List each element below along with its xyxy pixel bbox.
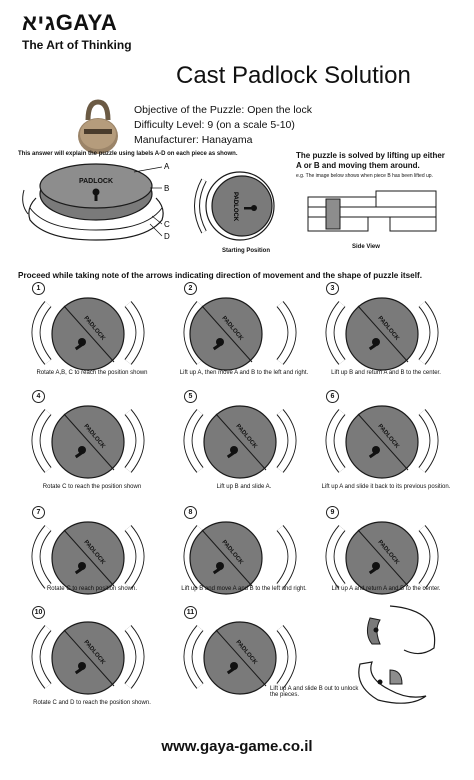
padlock-label: PADLOCK bbox=[232, 192, 238, 222]
brand-tagline: The Art of Thinking bbox=[22, 38, 132, 52]
brand-name: GAYA bbox=[55, 10, 118, 35]
step-diagram: PADLOCK bbox=[31, 405, 145, 479]
step-diagram: PADLOCK bbox=[31, 521, 145, 595]
brand-logo: גיאGAYA bbox=[22, 10, 117, 36]
step-caption: Rotate C to reach position shown. bbox=[46, 586, 138, 592]
step-number: 3 bbox=[326, 282, 339, 295]
label-a: A bbox=[164, 162, 170, 171]
side-view-diagram bbox=[307, 190, 437, 232]
objective-text: Objective of the Puzzle: Open the lock bbox=[134, 104, 313, 116]
step-number: 2 bbox=[184, 282, 197, 295]
step-number: 7 bbox=[32, 506, 45, 519]
step-caption: Lift up A and return A and B to the cent… bbox=[331, 586, 441, 592]
step-diagram: PADLOCK bbox=[183, 521, 297, 595]
step-number: 6 bbox=[326, 390, 339, 403]
brand-hebrew: גיא bbox=[22, 10, 56, 35]
starting-position-diagram: PADLOCK bbox=[194, 171, 275, 241]
step-diagram: PADLOCK bbox=[325, 405, 439, 479]
step-diagram: PADLOCK bbox=[325, 297, 439, 371]
intro-note: This answer will explain the puzzle usin… bbox=[18, 151, 238, 157]
solve-note-sub: e.g. The image below shows when piece B … bbox=[296, 173, 433, 179]
label-d: D bbox=[164, 232, 170, 241]
difficulty-text: Difficulty Level: 9 (on a scale 5-10) bbox=[134, 119, 295, 131]
padlock-photo bbox=[78, 99, 118, 154]
starting-position-caption: Starting Position bbox=[222, 248, 270, 254]
step-caption: Lift up A and slide it back to its previ… bbox=[321, 484, 451, 490]
step-caption: Lift up B and move A and B to the left a… bbox=[181, 586, 307, 592]
solve-note-line2: A or B and moving them around. bbox=[296, 161, 420, 170]
step-caption: Rotate C to reach the position shown bbox=[42, 484, 142, 490]
step-diagram: PADLOCK bbox=[183, 621, 297, 695]
step-number: 11 bbox=[184, 606, 197, 619]
step-diagram: PADLOCK bbox=[325, 521, 439, 595]
step-caption: Rotate A,B, C to reach the position show… bbox=[36, 370, 148, 376]
step-number: 4 bbox=[32, 390, 45, 403]
step-caption: Lift up B and slide A. bbox=[216, 484, 272, 490]
label-b: B bbox=[164, 184, 169, 193]
manufacturer-text: Manufacturer: Hanayama bbox=[134, 134, 253, 146]
labeled-diagram: PADLOCK A B C D bbox=[22, 162, 170, 241]
step-number: 9 bbox=[326, 506, 339, 519]
step-caption: Rotate C and D to reach the position sho… bbox=[33, 700, 151, 706]
step-number: 10 bbox=[32, 606, 45, 619]
step-diagram: PADLOCK bbox=[31, 297, 145, 371]
step-diagram: PADLOCK bbox=[183, 405, 297, 479]
step-diagram: PADLOCK bbox=[31, 621, 145, 695]
side-view-caption: Side View bbox=[352, 244, 380, 250]
step-caption: Lift up B and return A and B to the cent… bbox=[331, 370, 441, 376]
step-caption: Lift up A and slide B out to unlock the … bbox=[270, 686, 359, 698]
unlocked-pieces-diagram bbox=[358, 605, 436, 704]
step-number: 1 bbox=[32, 282, 45, 295]
step-diagram: PADLOCK bbox=[183, 297, 297, 371]
proceed-instruction: Proceed while taking note of the arrows … bbox=[18, 271, 422, 280]
step-caption: Lift up A, then move A and B to the left… bbox=[179, 370, 309, 376]
website-url[interactable]: www.gaya-game.co.il bbox=[161, 738, 313, 755]
padlock-label: PADLOCK bbox=[79, 178, 113, 185]
label-c: C bbox=[164, 220, 170, 229]
solve-note-line1: The puzzle is solved by lifting up eithe… bbox=[296, 151, 445, 160]
page-title: Cast Padlock Solution bbox=[176, 62, 411, 89]
step-number: 5 bbox=[184, 390, 197, 403]
step-number: 8 bbox=[184, 506, 197, 519]
